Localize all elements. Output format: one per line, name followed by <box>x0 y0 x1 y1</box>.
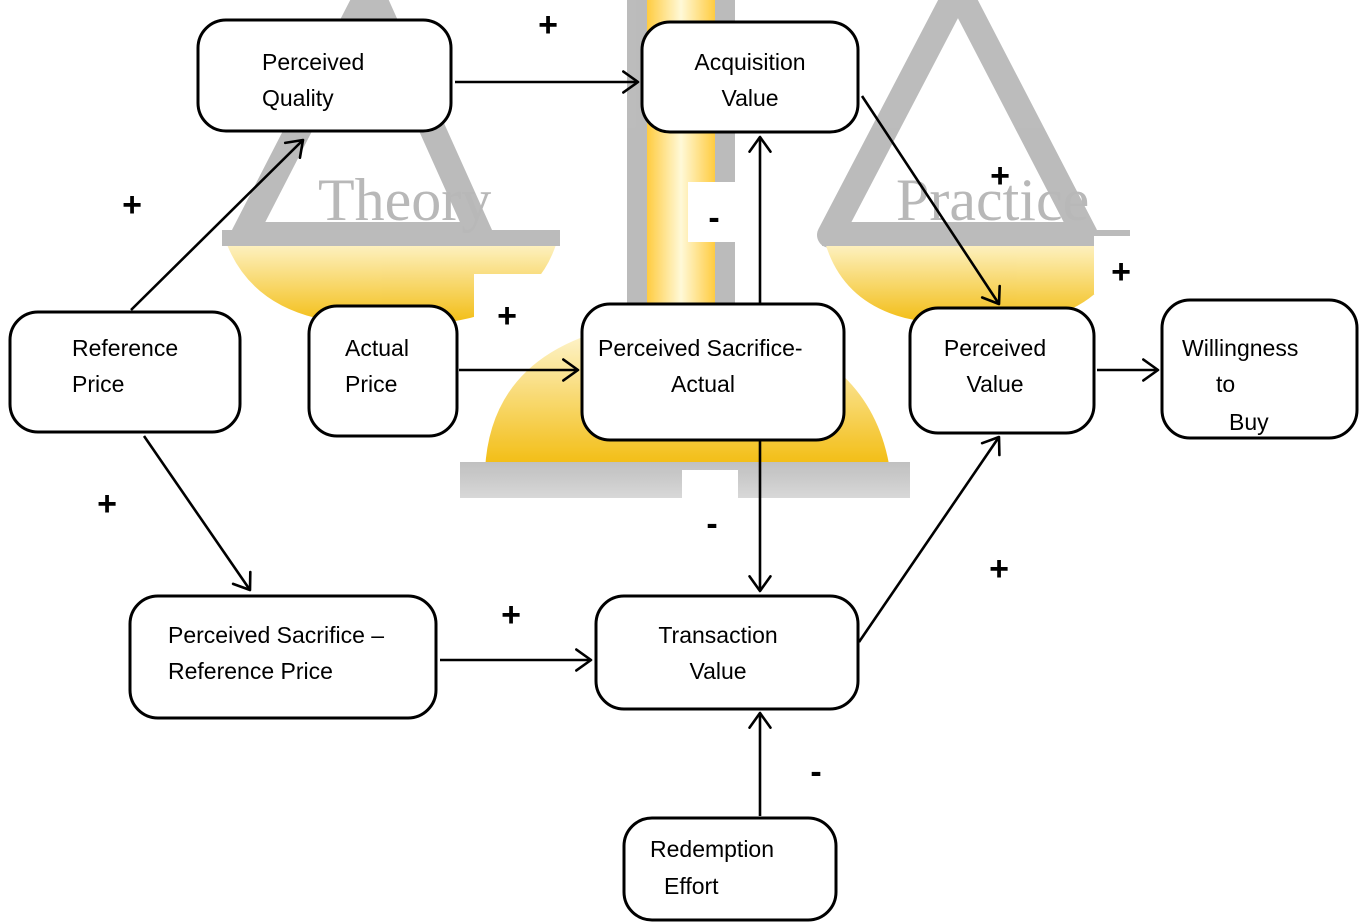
arrowhead <box>748 575 772 593</box>
node-perceived-sacrifice-actual: Perceived Sacrifice- Actual <box>580 302 846 442</box>
node-perceived-sacrifice-reference: Perceived Sacrifice – Reference Price <box>128 594 438 720</box>
node-label-line: Buy <box>1229 409 1269 435</box>
node-label-line: Willingness <box>1182 335 1298 361</box>
arrowhead <box>980 435 1001 457</box>
edge-sign: + <box>122 186 142 224</box>
watermark-right-word: Practice <box>896 167 1089 233</box>
arrowhead <box>562 358 580 382</box>
node-label-line: Value <box>966 371 1023 397</box>
sign-background <box>688 182 740 242</box>
node-label-line: to <box>1216 371 1235 397</box>
node-label-line: Perceived Sacrifice- <box>598 335 803 361</box>
node-box <box>580 302 846 442</box>
arrowhead <box>231 570 252 592</box>
arrowhead <box>748 711 772 729</box>
arrowhead <box>980 284 1001 306</box>
arrowhead <box>622 70 640 94</box>
node-label-line: Acquisition <box>694 49 805 75</box>
arrowhead <box>748 135 772 153</box>
node-label-line: Quality <box>262 85 334 111</box>
node-label-line: Reference <box>72 335 178 361</box>
node-box <box>594 594 860 711</box>
edge-reference-price-to-perceived-quality <box>130 139 304 311</box>
node-box <box>128 594 438 720</box>
node-label-line: Transaction <box>658 622 777 648</box>
edge-sign: - <box>810 753 821 791</box>
node-label-line: Reference Price <box>168 658 333 684</box>
node-label-line: Actual <box>345 335 409 361</box>
arrowhead <box>283 138 305 160</box>
edge-sign: + <box>1111 253 1131 291</box>
sign-background <box>474 274 552 330</box>
node-label-line: Perceived Sacrifice – <box>168 622 384 648</box>
signs-layer: + + - + + + + - + + - <box>97 6 1142 791</box>
edge-transaction-value-to-perceived-value <box>857 436 1001 643</box>
node-label-line: Price <box>345 371 397 397</box>
edge-sign: + <box>990 157 1010 195</box>
node-label-line: Redemption <box>650 836 774 862</box>
watermark-left-word: Theory <box>318 167 491 233</box>
node-label-line: Actual <box>671 371 735 397</box>
edge-sign: + <box>97 485 117 523</box>
edge-sign: + <box>538 6 558 44</box>
edge-sign: + <box>989 550 1009 588</box>
node-box <box>307 304 459 438</box>
edge-reference-price-to-perceived-sacrifice-reference <box>142 435 252 591</box>
edge-sign: + <box>501 596 521 634</box>
arrowhead <box>1142 358 1160 382</box>
sign-background <box>1094 236 1142 294</box>
edges-layer <box>130 70 1160 816</box>
edge-sign: - <box>708 199 719 237</box>
edge-sign: + <box>497 297 517 335</box>
nodes-layer: PerceivedQualityAcquisitionValueReferenc… <box>8 18 1359 922</box>
node-label-line: Perceived <box>944 335 1046 361</box>
node-label-line: Value <box>689 658 746 684</box>
node-box <box>622 816 838 922</box>
edge-sign: - <box>706 505 717 543</box>
node-box <box>908 306 1096 435</box>
node-label-line: Price <box>72 371 124 397</box>
node-box <box>1160 298 1359 440</box>
node-label-line: Effort <box>664 873 719 899</box>
sign-background <box>682 470 738 510</box>
node-box <box>640 20 860 134</box>
node-box <box>8 310 242 434</box>
node-box <box>196 18 453 133</box>
arrowhead <box>575 648 593 672</box>
node-label-line: Value <box>721 85 778 111</box>
node-label-line: Perceived <box>262 49 364 75</box>
edge-acquisition-value-to-perceived-value <box>860 95 1001 305</box>
right-scale-pan <box>822 230 1130 326</box>
